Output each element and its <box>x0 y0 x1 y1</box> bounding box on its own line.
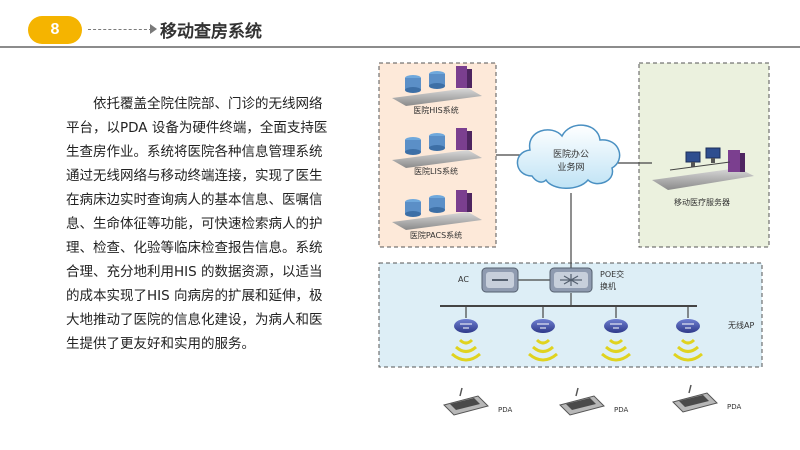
switch-icon <box>549 267 593 293</box>
description-text: 依托覆盖全院住院部、门诊的无线网络平台，以PDA 设备为硬件终端，全面支持医生查… <box>66 92 334 356</box>
slide-title: 移动查房系统 <box>160 22 262 42</box>
pda-device-3: PDA <box>672 384 741 413</box>
header-divider <box>0 46 800 48</box>
description-paragraph: 依托覆盖全院住院部、门诊的无线网络平台，以PDA 设备为硬件终端，全面支持医生查… <box>66 96 328 352</box>
pda-icon <box>672 384 718 413</box>
pda-icon <box>443 387 489 416</box>
arrow-right-icon <box>150 24 157 34</box>
wireless-ap-3 <box>601 319 631 362</box>
wireless-ap-4 <box>673 319 703 362</box>
poe-switch: POE交 换机 <box>549 267 624 293</box>
server-pacs: 医院PACS系统 <box>392 190 482 240</box>
workstation-icon <box>652 147 754 190</box>
ac-label: AC <box>458 275 469 284</box>
slide-header: 8 移动查房系统 <box>0 0 800 52</box>
signal-waves-icon <box>673 338 703 362</box>
signal-waves-icon <box>601 338 631 362</box>
wifi-ap-icon <box>454 319 478 333</box>
pda-device-2: PDA <box>559 387 628 416</box>
hospital-network-cloud: 医院办公 业务网 <box>516 124 621 189</box>
wifi-ap-icon <box>604 319 628 333</box>
server-label: 医院LIS系统 <box>414 166 458 176</box>
pda-label: PDA <box>614 406 628 414</box>
server-label: 医院HIS系统 <box>413 105 458 115</box>
signal-waves-icon <box>451 338 481 362</box>
wifi-ap-icon <box>531 319 555 333</box>
mobile-medical-server: 移动医疗服务器 <box>652 147 754 207</box>
signal-waves-icon <box>528 338 558 362</box>
pda-label: PDA <box>727 403 741 411</box>
poe-switch-label-line1: POE交 <box>600 269 624 279</box>
wireless-ap-1 <box>451 319 481 362</box>
pda-device-1: PDA <box>443 387 512 416</box>
access-controller: AC <box>458 267 519 293</box>
server-his: 医院HIS系统 <box>392 66 482 115</box>
mobile-server-label: 移动医疗服务器 <box>674 197 730 207</box>
server-rack-icon <box>392 128 482 168</box>
server-label: 医院PACS系统 <box>410 230 462 240</box>
header-dashed-line <box>88 29 152 30</box>
router-icon <box>481 267 519 293</box>
server-lis: 医院LIS系统 <box>392 128 482 176</box>
wireless-ap-2 <box>528 319 558 362</box>
poe-switch-label-line2: 换机 <box>600 281 616 291</box>
server-rack-icon <box>392 190 482 230</box>
cloud-label-line2: 业务网 <box>557 161 584 173</box>
mobile-server-zone <box>638 62 770 248</box>
cloud-icon <box>516 124 621 189</box>
server-rack-icon <box>392 66 482 106</box>
wifi-ap-icon <box>676 319 700 333</box>
cloud-label-line1: 医院办公 <box>553 148 589 160</box>
page-number-badge: 8 <box>28 16 82 44</box>
pda-icon <box>559 387 605 416</box>
wireless-ap-label: 无线AP <box>728 320 754 330</box>
pda-label: PDA <box>498 406 512 414</box>
